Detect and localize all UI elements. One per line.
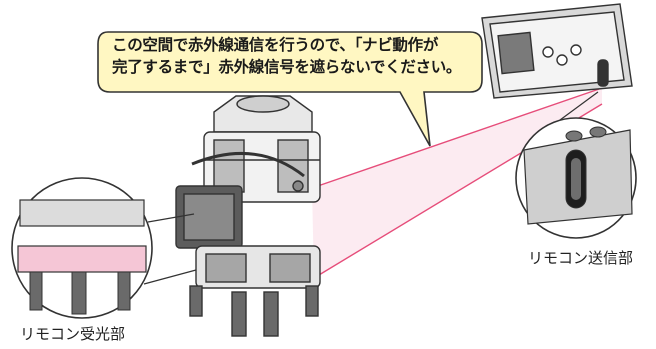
- callout-line-2: 完了するまで」赤外線信号を遮らないでください。: [112, 58, 462, 76]
- remote-control: [481, 3, 633, 99]
- callout-bubble: [97, 31, 483, 147]
- transmitter-zoom-circle: [515, 91, 637, 239]
- remote-emitter: [597, 59, 609, 87]
- callout-line-1: この空間で赤外線通信を行うので、「ナビ動作が: [112, 36, 439, 54]
- laser-level-unit: [175, 95, 321, 337]
- callout-text: この空間で赤外線通信を行うので、「ナビ動作が 完了するまで」赤外線信号を遮らない…: [112, 34, 478, 78]
- receiver-label: リモコン受光部: [20, 325, 126, 343]
- receiver-zoom-circle: [11, 177, 197, 319]
- ir-beam-upper: [311, 87, 603, 189]
- receiver-highlight: [17, 245, 147, 273]
- transmitter-label: リモコン送信部: [528, 249, 634, 267]
